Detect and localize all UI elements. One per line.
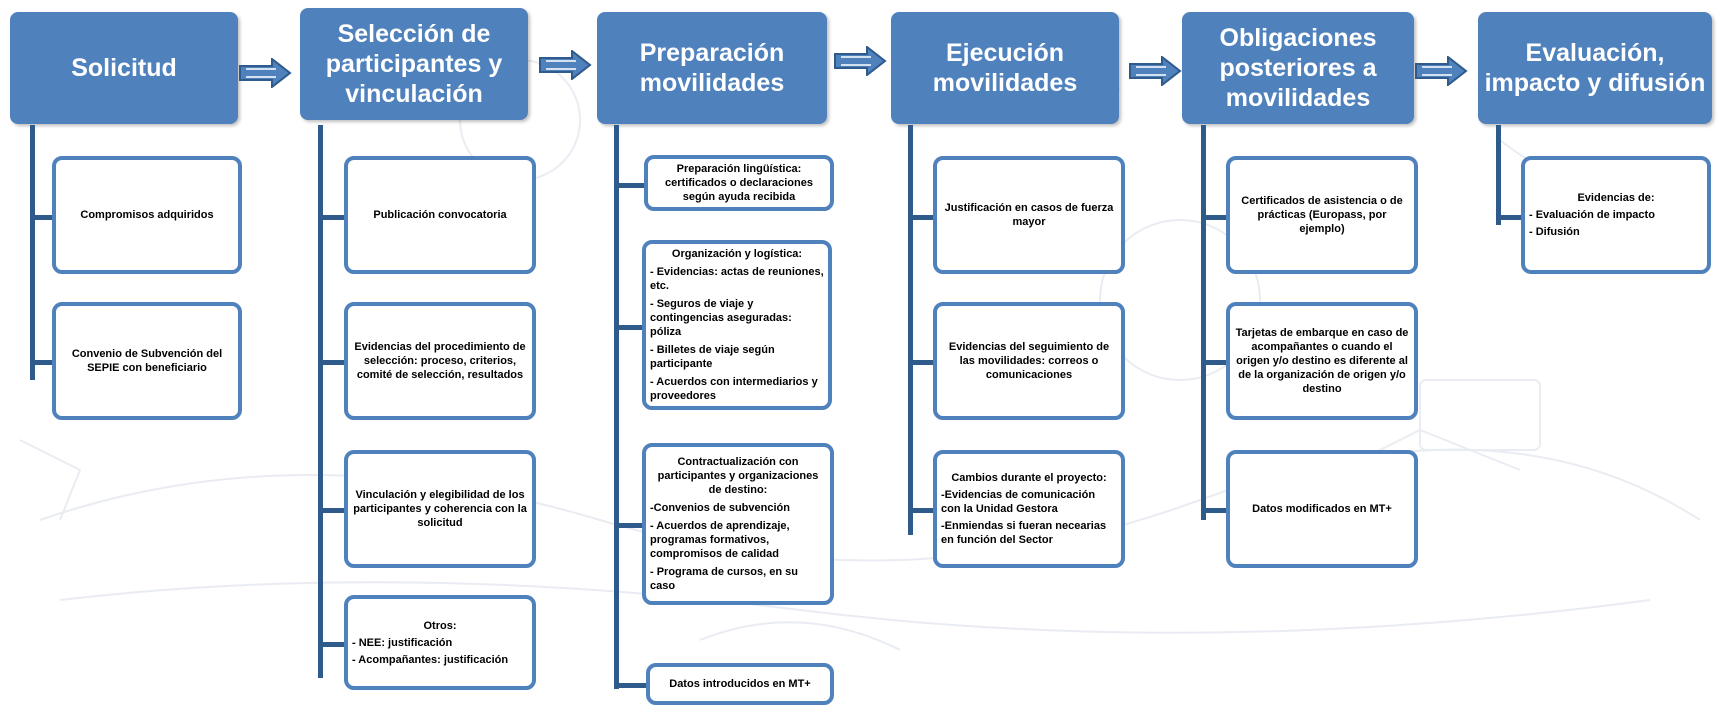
connector-line xyxy=(30,125,35,380)
box-list-item: - Seguros de viaje y contingencias asegu… xyxy=(650,298,792,338)
connector-line xyxy=(30,215,54,220)
connector-line xyxy=(908,125,913,535)
box-title: Cambios durante el proyecto: xyxy=(951,472,1107,484)
evidence-box: Certificados de asistencia o de práctica… xyxy=(1226,156,1418,274)
arrow-right-icon xyxy=(1129,56,1182,86)
box-text: Tarjetas de embarque en caso de acompaña… xyxy=(1235,327,1409,395)
box-list-item: -Evidencias de comunicación con la Unida… xyxy=(941,489,1096,515)
evidence-box: Evidencias de: - Evaluación de impacto - D… xyxy=(1521,156,1711,274)
box-list-item: - Evidencias: actas de reuniones, etc. xyxy=(650,266,824,292)
box-list-item: - Difusión xyxy=(1529,226,1580,238)
evidence-box: Preparación lingüística: certificados o … xyxy=(644,155,834,211)
stage-header: Evaluación, impacto y difusión xyxy=(1478,12,1712,124)
evidence-box: Evidencias del procedimiento de selecció… xyxy=(344,302,536,420)
stage-title: Preparación movilidades xyxy=(639,39,785,97)
stage-title: Solicitud xyxy=(71,54,177,82)
box-list-item: - Acuerdos de aprendizaje, programas for… xyxy=(650,520,790,560)
box-text: Compromisos adquiridos xyxy=(80,209,214,221)
box-text: Justificación en casos de fuerza mayor xyxy=(944,202,1114,228)
box-text: Preparación lingüística: certificados o … xyxy=(665,163,813,203)
evidence-box: Vinculación y elegibilidad de los partic… xyxy=(344,450,536,568)
box-title: Otros: xyxy=(423,619,457,632)
connector-line xyxy=(318,125,323,678)
box-text: Vinculación y elegibilidad de los partic… xyxy=(353,489,527,529)
box-title: Organización y logística: xyxy=(671,248,803,260)
evidence-box: Otros: - NEE: justificación - Acompañantes… xyxy=(344,595,536,690)
box-list-item: -Convenios de subvención xyxy=(650,502,790,514)
evidence-box: Organización y logística: - Evidencias: a… xyxy=(642,240,832,410)
box-list-item: - Acompañantes: justificación xyxy=(352,653,509,666)
evidence-box: Evidencias del seguimiento de las movili… xyxy=(933,302,1125,420)
box-list-item: -Enmiendas si fueran necearias en funció… xyxy=(941,520,1107,546)
evidence-box: Contractualización con participantes y o… xyxy=(642,443,834,605)
evidence-box: Justificación en casos de fuerza mayor xyxy=(933,156,1125,274)
box-text: Datos introducidos en MT+ xyxy=(669,678,811,690)
stage-title: Ejecución movilidades xyxy=(932,39,1078,97)
connector-line xyxy=(614,523,644,528)
connector-line xyxy=(1201,360,1228,365)
connector-line xyxy=(614,183,646,188)
box-title: Evidencias de: xyxy=(1577,192,1655,204)
evidence-box: Datos modificados en MT+ xyxy=(1226,450,1418,568)
stage-title: Selección de participantes y vinculación xyxy=(325,20,503,108)
box-text: Evidencias del seguimiento de las movili… xyxy=(948,341,1110,381)
box-text: Datos modificados en MT+ xyxy=(1252,503,1392,515)
arrow-right-icon xyxy=(239,58,292,88)
box-text: Publicación convocatoria xyxy=(373,209,507,221)
stage-header: Preparación movilidades xyxy=(597,12,827,124)
connector-line xyxy=(1496,215,1523,220)
connector-line xyxy=(908,215,935,220)
connector-line xyxy=(318,215,346,220)
connector-line xyxy=(1496,125,1501,225)
stage-title: Obligaciones posteriores a movilidades xyxy=(1219,24,1377,112)
connector-line xyxy=(908,360,935,365)
connector-line xyxy=(614,125,619,689)
evidence-box: Datos introducidos en MT+ xyxy=(646,663,834,705)
connector-line xyxy=(1201,125,1206,520)
connector-line xyxy=(614,683,648,688)
connector-line xyxy=(318,642,346,647)
stage-header: Selección de participantes y vinculación xyxy=(300,8,528,120)
box-list-item: - Evaluación de impacto xyxy=(1529,209,1655,221)
connector-line xyxy=(318,508,346,513)
evidence-box: Publicación convocatoria xyxy=(344,156,536,274)
evidence-box: Convenio de Subvención del SEPIE con ben… xyxy=(52,302,242,420)
evidence-box: Cambios durante el proyecto: -Evidencias … xyxy=(933,450,1125,568)
stage-title: Evaluación, impacto y difusión xyxy=(1484,39,1706,97)
box-list-item: - Programa de cursos, en su caso xyxy=(650,566,798,592)
box-list-item: - Acuerdos con intermediarios y proveedo… xyxy=(650,376,818,402)
arrow-right-icon xyxy=(1415,56,1468,86)
box-list-item: - Billetes de viaje según participante xyxy=(650,344,775,370)
box-title: Contractualización con participantes y o… xyxy=(657,456,819,496)
connector-line xyxy=(908,508,935,513)
stage-header: Obligaciones posteriores a movilidades xyxy=(1182,12,1414,124)
box-text: Convenio de Subvención del SEPIE con ben… xyxy=(71,348,223,374)
arrow-right-icon xyxy=(834,46,887,76)
connector-line xyxy=(318,360,346,365)
connector-line xyxy=(30,360,54,365)
connector-line xyxy=(1201,508,1228,513)
arrow-right-icon xyxy=(539,50,592,80)
box-text: Certificados de asistencia o de práctica… xyxy=(1241,195,1403,235)
stage-header: Solicitud xyxy=(10,12,238,124)
stage-header: Ejecución movilidades xyxy=(891,12,1119,124)
evidence-box: Tarjetas de embarque en caso de acompaña… xyxy=(1226,302,1418,420)
box-list-item: - NEE: justificación xyxy=(352,636,453,649)
connector-line xyxy=(1201,215,1228,220)
connector-line xyxy=(614,325,644,330)
evidence-box: Compromisos adquiridos xyxy=(52,156,242,274)
box-text: Evidencias del procedimiento de selecció… xyxy=(354,341,526,381)
